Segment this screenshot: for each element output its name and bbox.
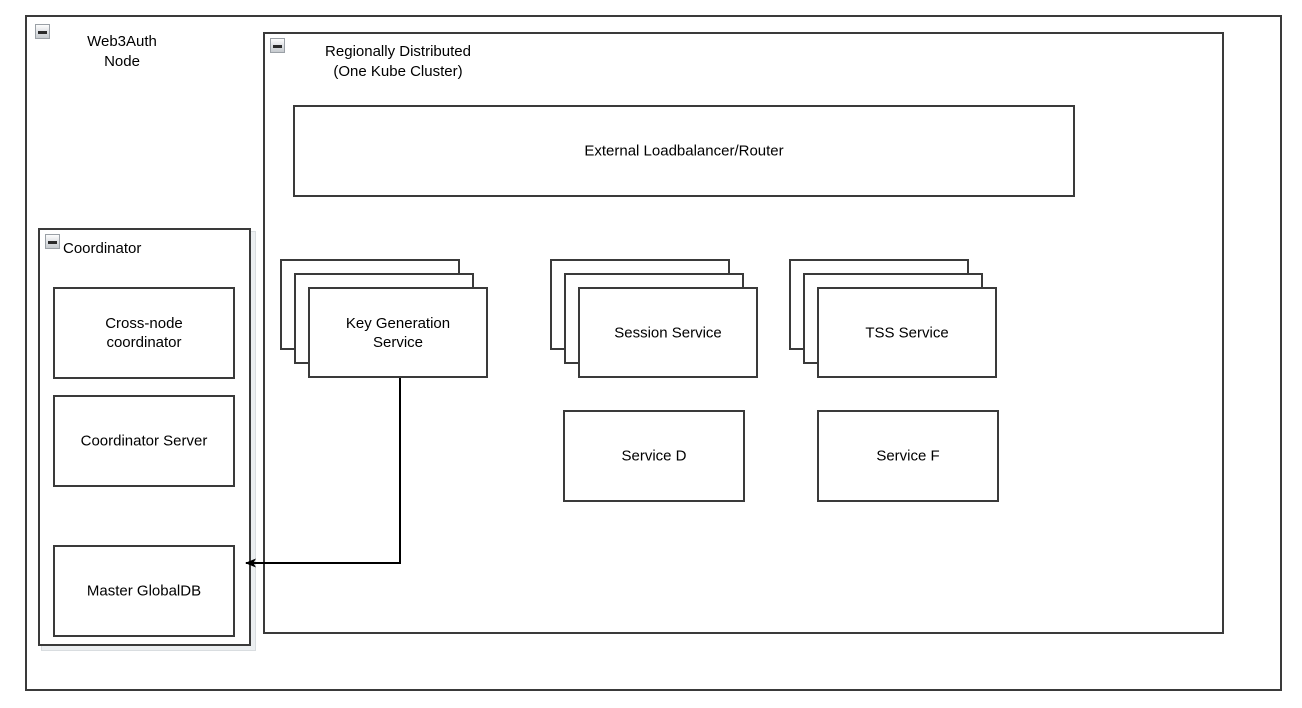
node-label-tss-service: TSS Service <box>865 324 949 341</box>
node-session-service[interactable]: Session Service <box>550 259 758 378</box>
node-service-f[interactable]: Service F <box>817 410 999 502</box>
node-label-session-service: Session Service <box>614 324 722 341</box>
node-external-loadbalancer-router[interactable]: External Loadbalancer/Router <box>293 105 1075 197</box>
container-title-web3auth-node: Web3Auth Node <box>87 33 157 70</box>
node-label-external-loadbalancer-router: External Loadbalancer/Router <box>584 142 784 160</box>
node-label-coordinator-server: Coordinator Server <box>80 432 208 450</box>
stack-layer-front[interactable]: TSS Service <box>817 287 997 378</box>
node-service-d[interactable]: Service D <box>563 410 745 502</box>
node-label-service-f: Service F <box>876 447 940 465</box>
node-master-globaldb[interactable]: Master GlobalDB <box>53 545 235 637</box>
node-label-key-generation-service: Key Generation Service <box>345 314 451 351</box>
stack-layer-front[interactable]: Session Service <box>578 287 758 378</box>
node-label-service-d: Service D <box>621 447 687 465</box>
node-coordinator-server[interactable]: Coordinator Server <box>53 395 235 487</box>
node-tss-service[interactable]: TSS Service <box>789 259 997 378</box>
node-cross-node-coordinator[interactable]: Cross-node coordinator <box>53 287 235 379</box>
node-label-master-globaldb: Master GlobalDB <box>86 582 202 600</box>
collapse-icon-regionally-distributed[interactable] <box>270 38 285 53</box>
container-title-coordinator: Coordinator <box>63 240 142 257</box>
node-key-generation-service[interactable]: Key Generation Service <box>280 259 488 378</box>
stack-layer-front[interactable]: Key Generation Service <box>308 287 488 378</box>
container-title-regionally-distributed: Regionally Distributed (One Kube Cluster… <box>325 43 471 80</box>
collapse-icon-coordinator[interactable] <box>45 234 60 249</box>
collapse-icon-web3auth-node[interactable] <box>35 24 50 39</box>
node-label-cross-node-coordinator: Cross-node coordinator <box>105 315 183 351</box>
